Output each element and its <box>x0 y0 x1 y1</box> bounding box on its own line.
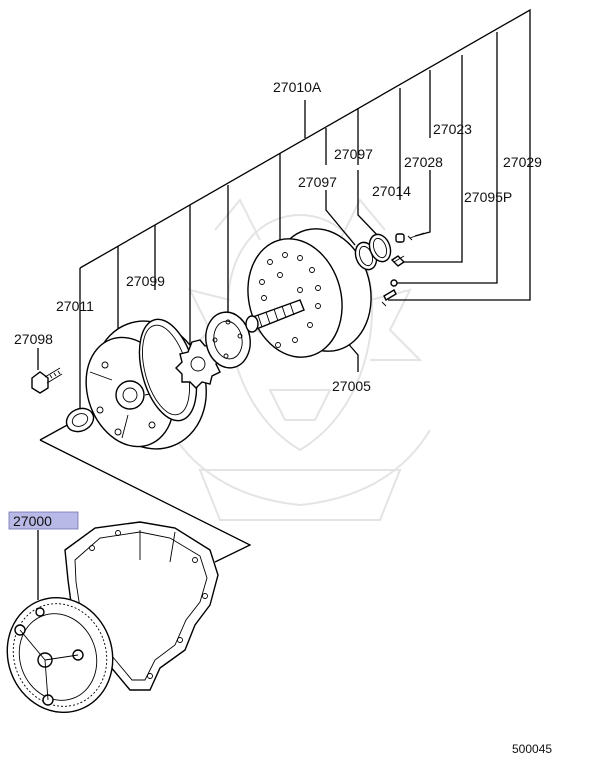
bolt-27098-part <box>31 367 63 394</box>
label-27005: 27005 <box>332 378 371 394</box>
highlight-box-27000 <box>8 511 79 530</box>
seal-rings-27097-part <box>354 233 392 271</box>
small-parts <box>381 232 425 307</box>
outer-gear-part <box>205 311 251 369</box>
label-27000[interactable]: 27000 <box>13 513 52 529</box>
label-27095P: 27095P <box>464 189 512 205</box>
label-27028: 27028 <box>404 154 443 170</box>
leader-lines <box>37 8 531 600</box>
label-27029: 27029 <box>503 154 542 170</box>
pump-cover-27005-part <box>245 228 372 358</box>
label-27014: 27014 <box>372 183 411 199</box>
diagram-number: 500045 <box>512 742 552 756</box>
label-27011: 27011 <box>56 298 94 314</box>
torque-converter-part <box>6 596 114 714</box>
label-27010A: 27010A <box>273 79 322 95</box>
cover-holes <box>259 252 321 348</box>
label-27099: 27099 <box>126 273 165 289</box>
seal-27011-part <box>65 407 95 433</box>
label-27023: 27023 <box>433 121 472 137</box>
label-27097-lower: 27097 <box>298 174 337 190</box>
label-27098: 27098 <box>14 331 53 347</box>
label-27097-upper: 27097 <box>334 146 373 162</box>
part-labels: 27010A 27097 27097 27023 27028 27014 270… <box>8 79 552 756</box>
